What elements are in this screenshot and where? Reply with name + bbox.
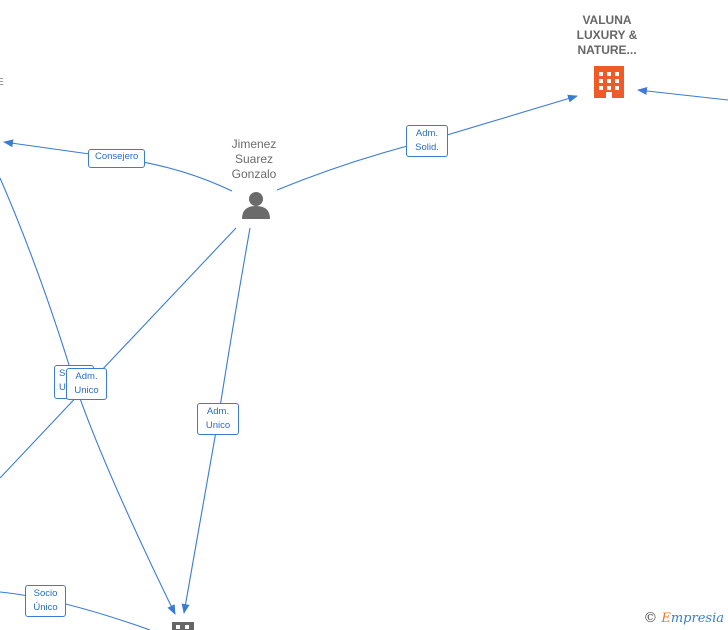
building-icon-bottom[interactable]	[172, 622, 194, 630]
edge-label-consejero[interactable]: Consejero	[88, 149, 146, 168]
edge-label-adm-unico-left[interactable]: Adm. Unico	[66, 368, 107, 400]
building-icon[interactable]	[594, 66, 624, 98]
edge-right-incoming[interactable]	[637, 87, 728, 101]
offscreen-node-fragment: E	[0, 77, 4, 88]
person-name[interactable]: Jimenez Suarez Gonzalo	[231, 137, 277, 181]
edge-label-adm-unico-mid[interactable]: Adm. Unico	[197, 403, 239, 435]
edge-socio-unico[interactable]	[0, 591, 151, 630]
empresia-logo: ©Empresia	[643, 610, 724, 626]
copyright-icon: ©	[643, 610, 658, 626]
edge-label-adm-solid[interactable]: Adm. Solid.	[406, 125, 448, 157]
brand-initial: E	[661, 611, 671, 626]
person-icon[interactable]	[242, 192, 270, 219]
brand-name: mpresia	[670, 611, 724, 626]
company-name-valuna[interactable]: VALUNA LUXURY & NATURE...	[576, 13, 638, 57]
edge-label-socio-unico[interactable]: Socio Único	[25, 585, 66, 617]
